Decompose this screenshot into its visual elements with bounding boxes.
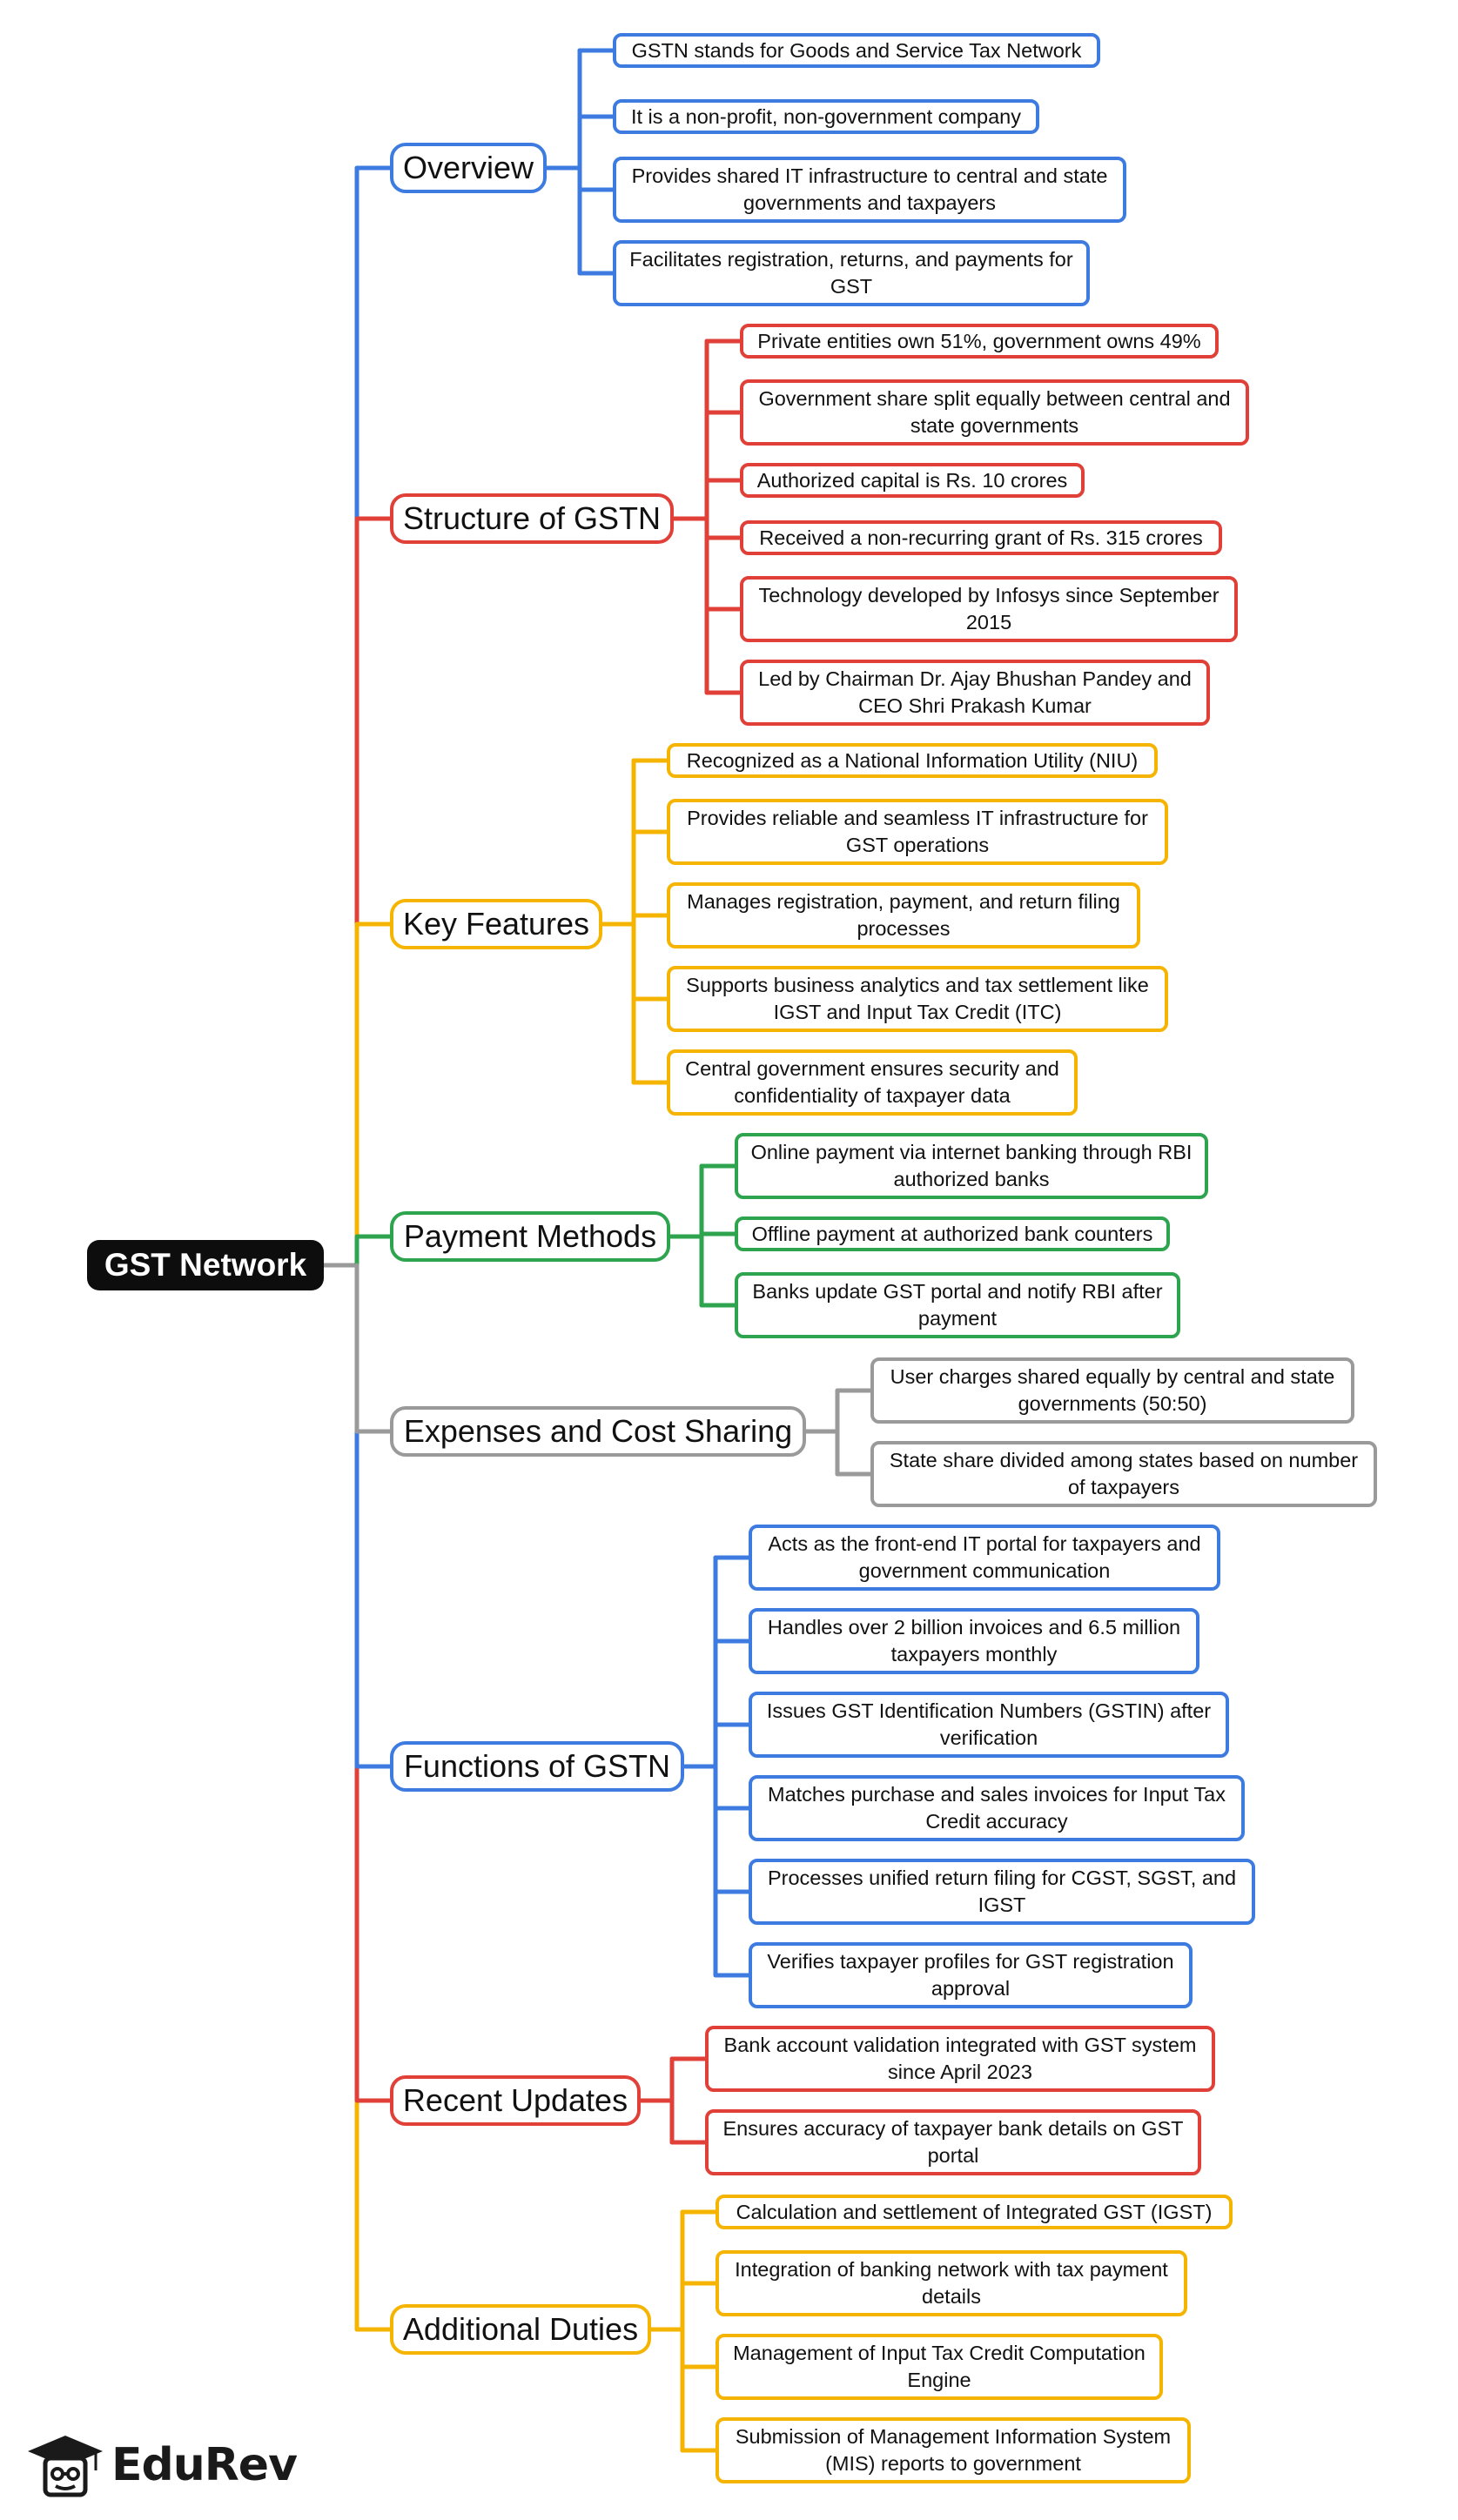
logo-text: EduRev [111, 2439, 298, 2491]
leaf-node: State share divided among states based o… [870, 1441, 1377, 1507]
leaf-node: Ensures accuracy of taxpayer bank detail… [705, 2109, 1201, 2175]
branch-node: Payment Methods [390, 1211, 670, 1262]
leaf-node: Acts as the front-end IT portal for taxp… [749, 1525, 1220, 1591]
leaf-node: Issues GST Identification Numbers (GSTIN… [749, 1692, 1229, 1758]
leaf-node: Matches purchase and sales invoices for … [749, 1775, 1245, 1841]
branch-node: Functions of GSTN [390, 1741, 684, 1792]
leaf-node: GSTN stands for Goods and Service Tax Ne… [613, 33, 1100, 68]
leaf-node: Handles over 2 billion invoices and 6.5 … [749, 1608, 1199, 1674]
leaf-node: Authorized capital is Rs. 10 crores [740, 463, 1085, 498]
leaf-node: Banks update GST portal and notify RBI a… [735, 1272, 1180, 1338]
graduation-cap-icon [28, 2436, 103, 2497]
leaf-node: Processes unified return filing for CGST… [749, 1859, 1255, 1925]
branch-node: Expenses and Cost Sharing [390, 1406, 806, 1457]
branch-node: Additional Duties [390, 2304, 651, 2355]
leaf-node: Manages registration, payment, and retur… [667, 882, 1140, 948]
leaf-node: Private entities own 51%, government own… [740, 324, 1219, 359]
leaf-node: Technology developed by Infosys since Se… [740, 576, 1238, 642]
leaf-node: User charges shared equally by central a… [870, 1357, 1354, 1424]
leaf-node: Provides reliable and seamless IT infras… [667, 799, 1168, 865]
leaf-node: Central government ensures security and … [667, 1049, 1078, 1116]
branch-node: Overview [390, 143, 547, 193]
leaf-node: Provides shared IT infrastructure to cen… [613, 157, 1126, 223]
leaf-node: Integration of banking network with tax … [716, 2250, 1187, 2316]
leaf-node: Received a non-recurring grant of Rs. 31… [740, 520, 1222, 555]
branch-node: Recent Updates [390, 2075, 641, 2126]
leaf-node: Submission of Management Information Sys… [716, 2417, 1191, 2483]
edurev-logo: EduRev [26, 2432, 298, 2502]
leaf-node: Government share split equally between c… [740, 379, 1249, 446]
root-node: GST Network [87, 1240, 324, 1290]
leaf-node: Recognized as a National Information Uti… [667, 743, 1158, 778]
leaf-node: Management of Input Tax Credit Computati… [716, 2334, 1163, 2400]
branch-node: Structure of GSTN [390, 493, 674, 544]
leaf-node: Supports business analytics and tax sett… [667, 966, 1168, 1032]
leaf-node: Led by Chairman Dr. Ajay Bhushan Pandey … [740, 660, 1210, 726]
leaf-node: Calculation and settlement of Integrated… [716, 2195, 1233, 2229]
leaf-node: Facilitates registration, returns, and p… [613, 240, 1090, 306]
leaf-node: Verifies taxpayer profiles for GST regis… [749, 1942, 1193, 2008]
leaf-node: Offline payment at authorized bank count… [735, 1216, 1170, 1251]
leaf-node: Bank account validation integrated with … [705, 2026, 1215, 2092]
leaf-node: Online payment via internet banking thro… [735, 1133, 1208, 1199]
branch-node: Key Features [390, 899, 602, 949]
leaf-node: It is a non-profit, non-government compa… [613, 99, 1039, 134]
